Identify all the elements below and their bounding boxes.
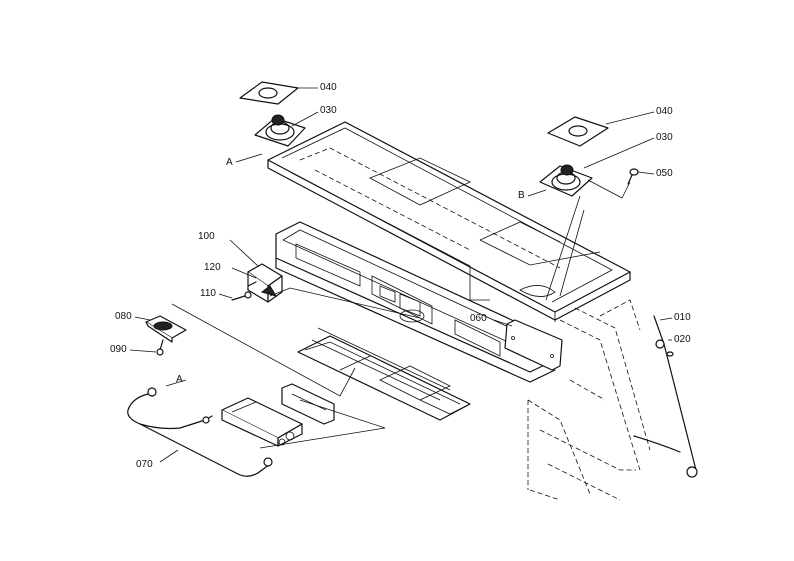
wire-harness-070 — [127, 387, 273, 477]
rear-shelf-panel — [267, 121, 631, 322]
screw-050 — [627, 168, 639, 185]
label-100: 100 — [198, 231, 215, 242]
label-040-right: 040 — [656, 106, 673, 117]
label-010: 010 — [674, 312, 691, 323]
antenna-010 — [633, 315, 698, 478]
leader-lines — [129, 87, 673, 463]
left-speaker-pad — [239, 81, 299, 105]
label-020: 020 — [674, 334, 691, 345]
radio-unit — [221, 397, 303, 447]
right-speaker-pad — [547, 116, 609, 147]
label-080: 080 — [115, 311, 132, 322]
car-body-pillar — [527, 299, 651, 501]
radio-faceplate — [281, 383, 335, 425]
label-060: 060 — [470, 313, 487, 324]
screw-110 — [231, 291, 252, 301]
label-120: 120 — [204, 262, 221, 273]
label-a-bottom: A — [176, 374, 183, 385]
label-110: 110 — [200, 288, 216, 299]
left-speaker — [254, 114, 306, 147]
label-040-left: 040 — [320, 82, 337, 93]
label-b: B — [518, 190, 525, 201]
label-030-left: 030 — [320, 105, 337, 116]
right-speaker — [539, 164, 593, 197]
label-a-top: A — [226, 157, 233, 168]
label-090: 090 — [110, 344, 127, 355]
cover-plate-060 — [504, 319, 563, 371]
label-050: 050 — [656, 168, 673, 179]
screw-090 — [156, 339, 164, 356]
console-panel — [275, 221, 556, 383]
component-080 — [145, 315, 187, 343]
screw-120 — [247, 281, 257, 287]
label-030-right: 030 — [656, 132, 673, 143]
lower-bracket-tray — [297, 327, 471, 421]
label-070: 070 — [136, 459, 153, 470]
screw-020 — [666, 351, 674, 357]
